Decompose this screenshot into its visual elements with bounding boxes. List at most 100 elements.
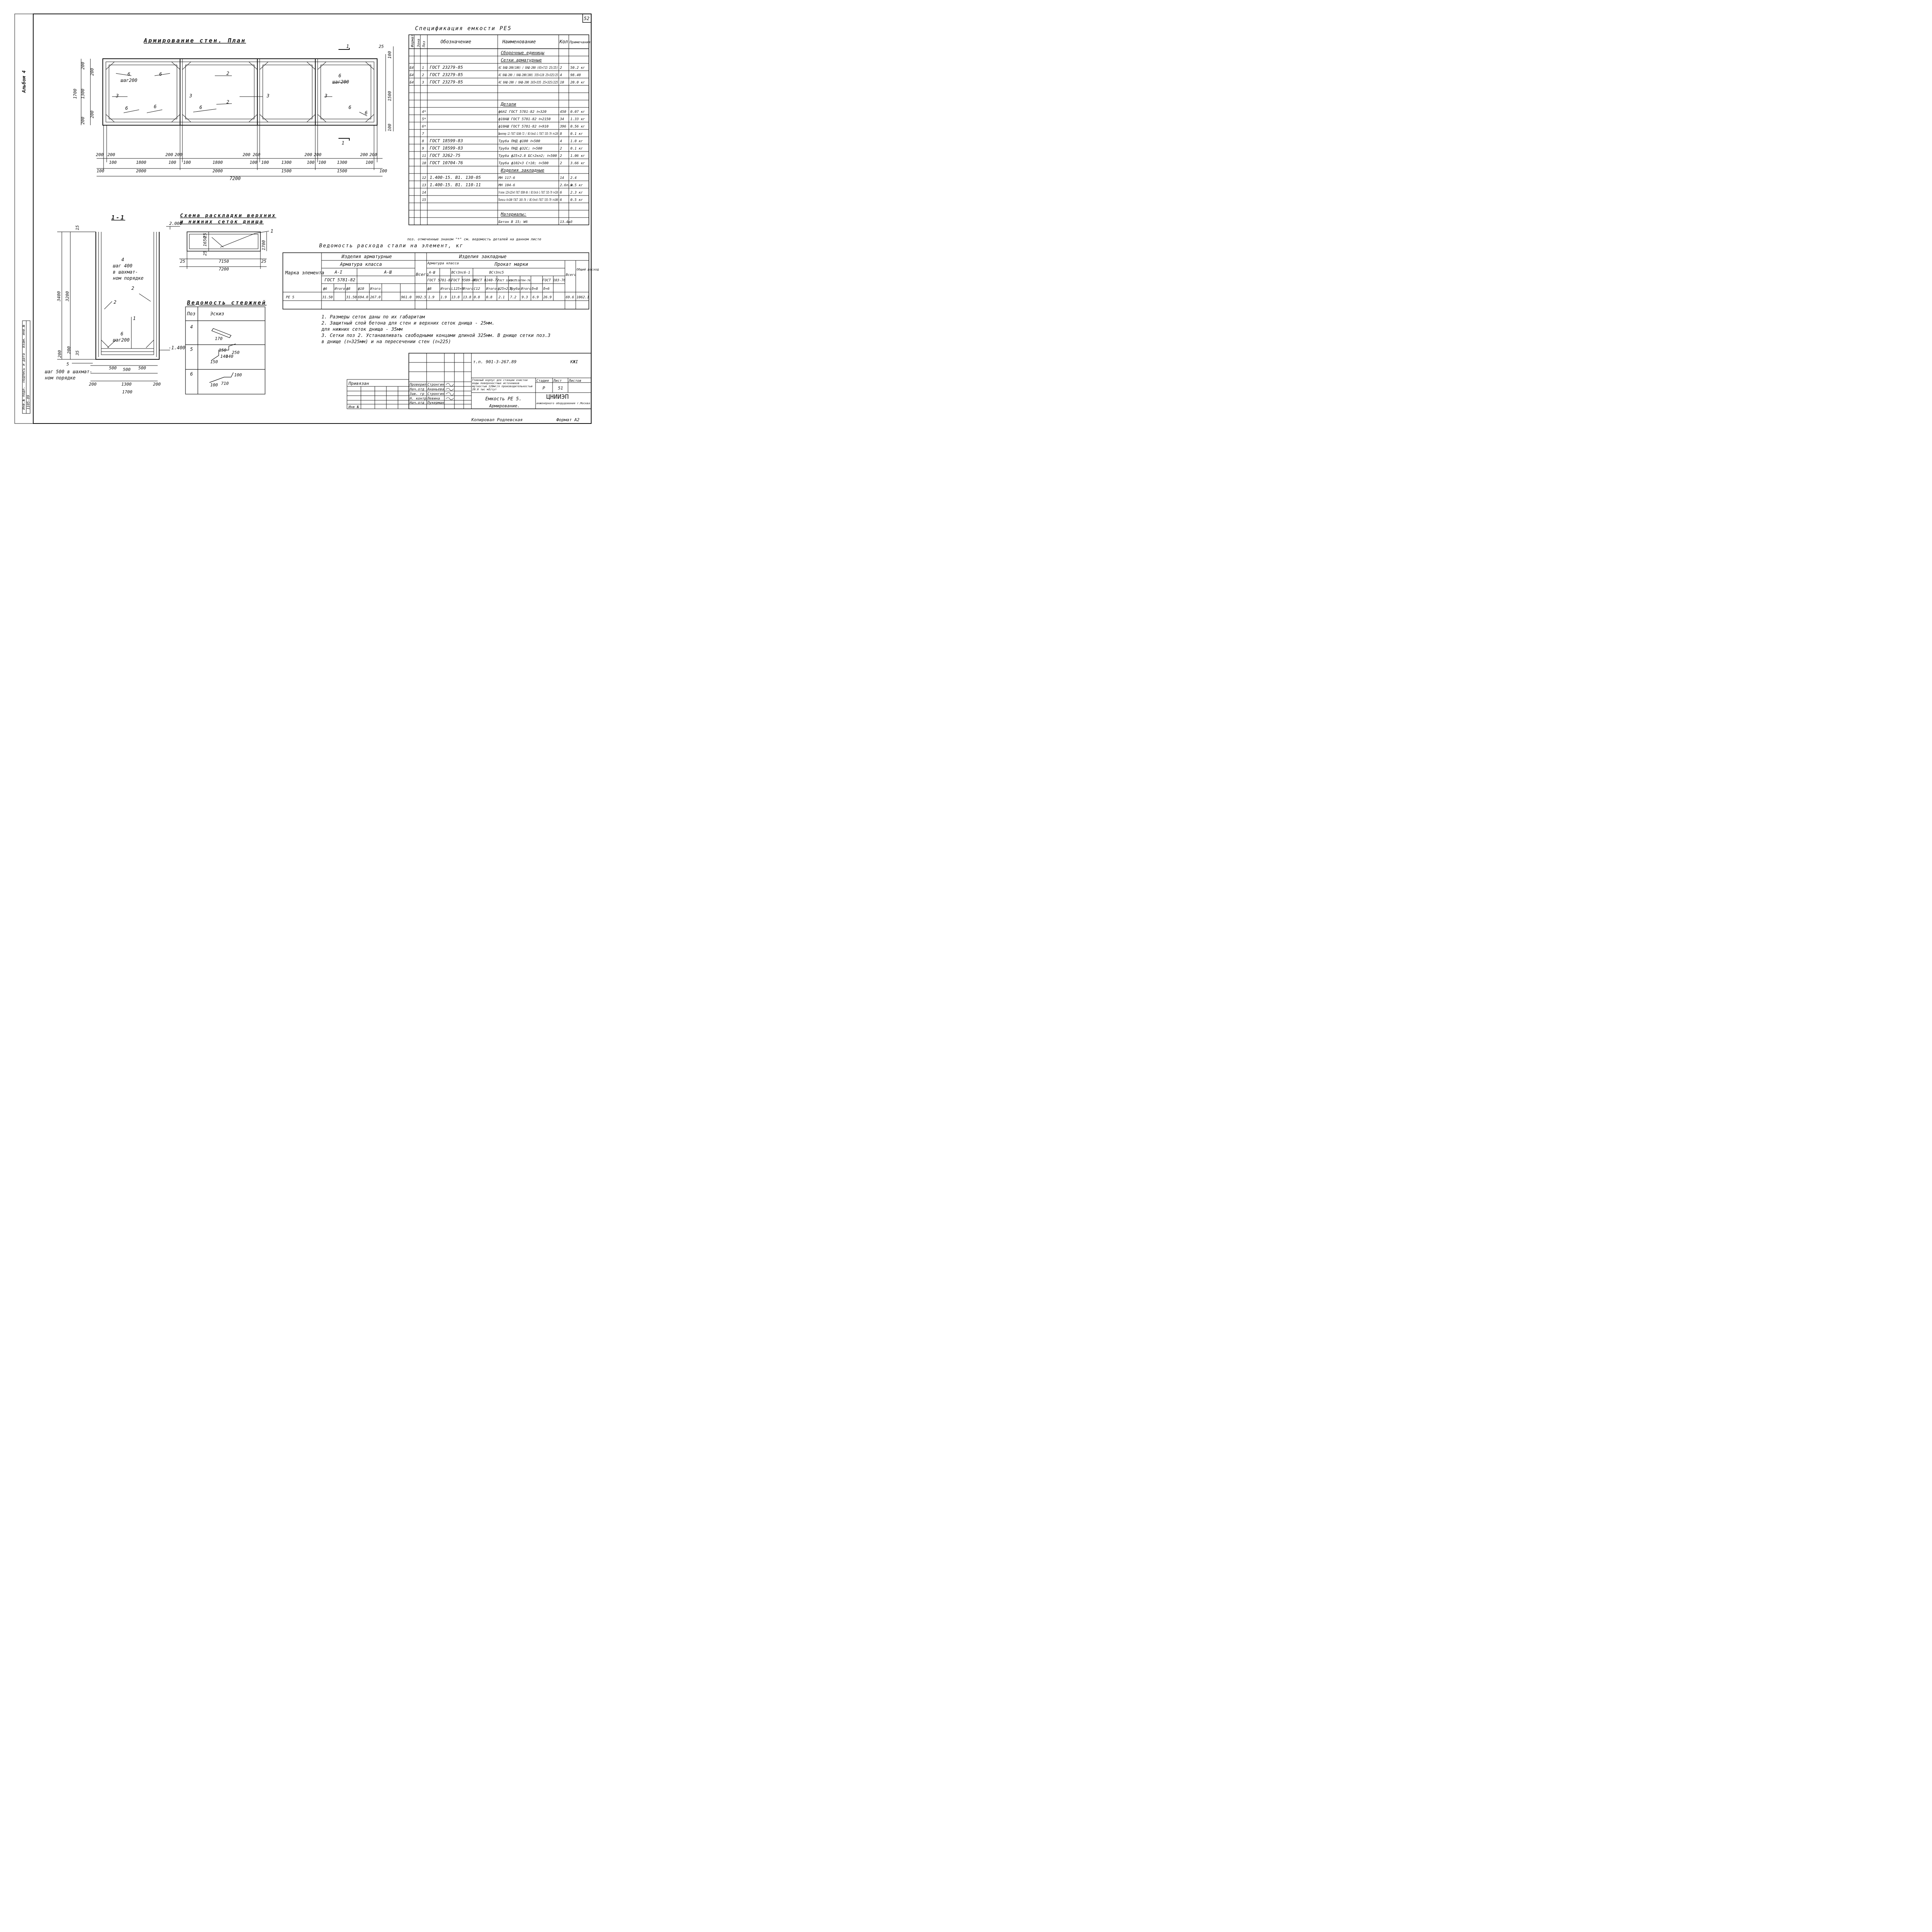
- spec-cell-pos: 12: [422, 176, 426, 180]
- spec-cell-note: 0.5 кг: [570, 198, 583, 202]
- plan-section-marker-bottom: 1: [342, 140, 344, 146]
- steel-subheader: ф10: [358, 287, 364, 291]
- side-stamp-inv-value: 1105-89: [27, 395, 31, 410]
- plan-bottom-dim3: 100: [97, 168, 104, 173]
- section-note: ном порядке: [45, 375, 75, 381]
- steel-subheader: Труба: [509, 287, 520, 291]
- section-bottom-dim: 200: [57, 350, 62, 358]
- spec-cell-note: 0.1 кг: [570, 132, 583, 136]
- section-height-dim: 3400: [56, 291, 61, 302]
- spec-cell-designation: 1.400-15. В1. 110-11: [430, 182, 481, 187]
- plan-callout: 3: [266, 93, 269, 99]
- sheet-number: 52: [584, 16, 589, 21]
- spec-cell-name: Труба ф25×2.8 БСт2кп2; ℓ=500: [498, 154, 557, 158]
- steel-subheader: ф6: [323, 287, 327, 291]
- spec-cell-qty: 2: [560, 66, 562, 70]
- spec-cell-designation: ГОСТ 18599-83: [430, 138, 463, 143]
- steel-subheader: Итого: [520, 287, 531, 291]
- tb-role: Н. контр: [409, 397, 426, 401]
- steel-cell: 267.0: [370, 296, 381, 299]
- steel-cell: 31.50: [346, 296, 357, 299]
- drawing-sheet: 52 Альбом 4 Инв.№ подл. Подпись и дата В…: [0, 0, 606, 440]
- plan-bottom-dim3: 1500: [281, 168, 292, 173]
- plan-callout: 6: [365, 110, 367, 116]
- section-height-dim: 3200: [65, 291, 70, 302]
- plan-view: [81, 46, 394, 177]
- spec-cell-name: 4С 8АШ-200 / 8АШ-200(100) 335×110 25×325…: [498, 73, 558, 77]
- section-callout: ном порядке: [113, 276, 143, 281]
- spec-header: Кол: [559, 39, 568, 44]
- spec-cell-pos: 1: [422, 66, 424, 70]
- plan-left-dim: 200: [80, 62, 85, 70]
- spec-cell-qty: 34: [560, 117, 564, 121]
- spec-cell-pos: 2: [422, 73, 424, 77]
- spec-cell-qty: 6: [560, 191, 562, 195]
- steel-cell: 69.6: [566, 296, 574, 299]
- spec-cell-designation: ГОСТ 23279-85: [430, 65, 463, 70]
- steel-subheader: Итого: [440, 287, 451, 291]
- steel-h-aiii: А-Ш: [384, 270, 392, 275]
- bars-row-dim: 140: [226, 354, 233, 359]
- spec-header: Формат: [411, 34, 415, 47]
- steel-cell: 13.8: [451, 296, 460, 299]
- spec-cell-pos: 3: [422, 81, 424, 85]
- spec-cell-designation: ГОСТ 18599-83: [430, 146, 463, 151]
- tb-sheet: 51: [558, 386, 563, 391]
- plan-bottom-dim: 200: [369, 152, 377, 157]
- steel-cell: 13.8: [463, 296, 471, 299]
- plan-bottom-dim: 1300: [281, 160, 292, 165]
- plan-right-dim: 100: [387, 51, 392, 59]
- spec-cell-note: 1.33 кг: [570, 117, 585, 121]
- plan-callout: 3: [324, 93, 327, 99]
- plan-bottom-dim2: 100: [183, 160, 191, 165]
- side-stamp-sign: Подпись и дата: [22, 353, 26, 383]
- spec-cell-designation: ГОСТ 10704-76: [430, 160, 463, 165]
- section-callout: 6: [121, 331, 123, 337]
- sheet-frame: [14, 14, 592, 424]
- tb-role: Зав. гр: [409, 392, 424, 396]
- spec-cell-name: Сборочные единицы: [501, 50, 544, 55]
- steel-cell: 1062.1: [577, 296, 589, 299]
- side-stamp-replace: Взам. инв.№: [22, 325, 26, 348]
- spec-cell-name: ф10АШ ГОСТ 5781-82 ℓ=910: [498, 125, 549, 129]
- spec-cell-note: 2.4: [570, 176, 577, 180]
- spec-cell-qty: 2: [560, 162, 562, 165]
- plan-callout: 6: [128, 71, 130, 77]
- spec-cell-qty: 2: [560, 147, 562, 151]
- mesh-scheme-dim: 25: [202, 251, 207, 256]
- spec-cell-name: Полоса 6×100 ГОСТ 103-76 / ВСт3пс6 ГОСТ …: [498, 198, 558, 202]
- spec-header: Обозначение: [440, 39, 471, 44]
- section-bottom-dim2: 500: [138, 366, 146, 371]
- tb-org-sub: инженерного оборудования г.Москва: [536, 402, 590, 405]
- plan-bottom-dim3: 2000: [136, 168, 146, 173]
- section-bottom-total: 1700: [122, 389, 133, 395]
- steel-subheader: ф25×2.8: [498, 287, 512, 291]
- spec-cell-qty: 10: [560, 81, 564, 85]
- spec-cell-note: 0.1 кг: [570, 147, 583, 151]
- spec-cell-name: Изделия закладные: [500, 168, 544, 173]
- steel-subheader: δ=6: [543, 287, 549, 291]
- tb-project-wrap: Главный корпус для станции очистки воды …: [472, 379, 532, 391]
- spec-cell-pos: 8: [422, 139, 424, 143]
- steel-h-total2: Всего: [566, 273, 576, 277]
- plan-bottom-dim: 200: [253, 152, 260, 157]
- steel-subheader: Итого: [334, 287, 345, 291]
- spec-cell-qty: 450: [560, 110, 566, 114]
- section-bottom-dim: 35: [75, 350, 80, 356]
- plan-bottom-dim: 200: [304, 152, 312, 157]
- steel-h-embed-gost: ГОСТ 5781-82: [427, 279, 452, 282]
- bars-row-dim: 710: [221, 381, 229, 386]
- spec-cell-qty: 2.6п.м: [560, 184, 573, 187]
- steel-subheader: Итого: [370, 287, 381, 291]
- plan-section-marker-top: 1: [346, 44, 349, 49]
- plan-bottom-dim: 1800: [136, 160, 146, 165]
- spec-cell-name: МН 117-6: [498, 176, 515, 180]
- spec-header: Поз: [422, 41, 426, 48]
- steel-subheader: Итого: [486, 287, 497, 291]
- spec-cell-pos: 15: [422, 198, 426, 202]
- steel-h-reinf: Изделия арматурные: [341, 254, 392, 259]
- section-callout: шаг200: [113, 337, 129, 343]
- mesh-scheme-level: 2.000: [169, 221, 182, 226]
- plan-bottom-dim: 200: [360, 152, 368, 157]
- bars-row-dim: 100: [234, 372, 242, 378]
